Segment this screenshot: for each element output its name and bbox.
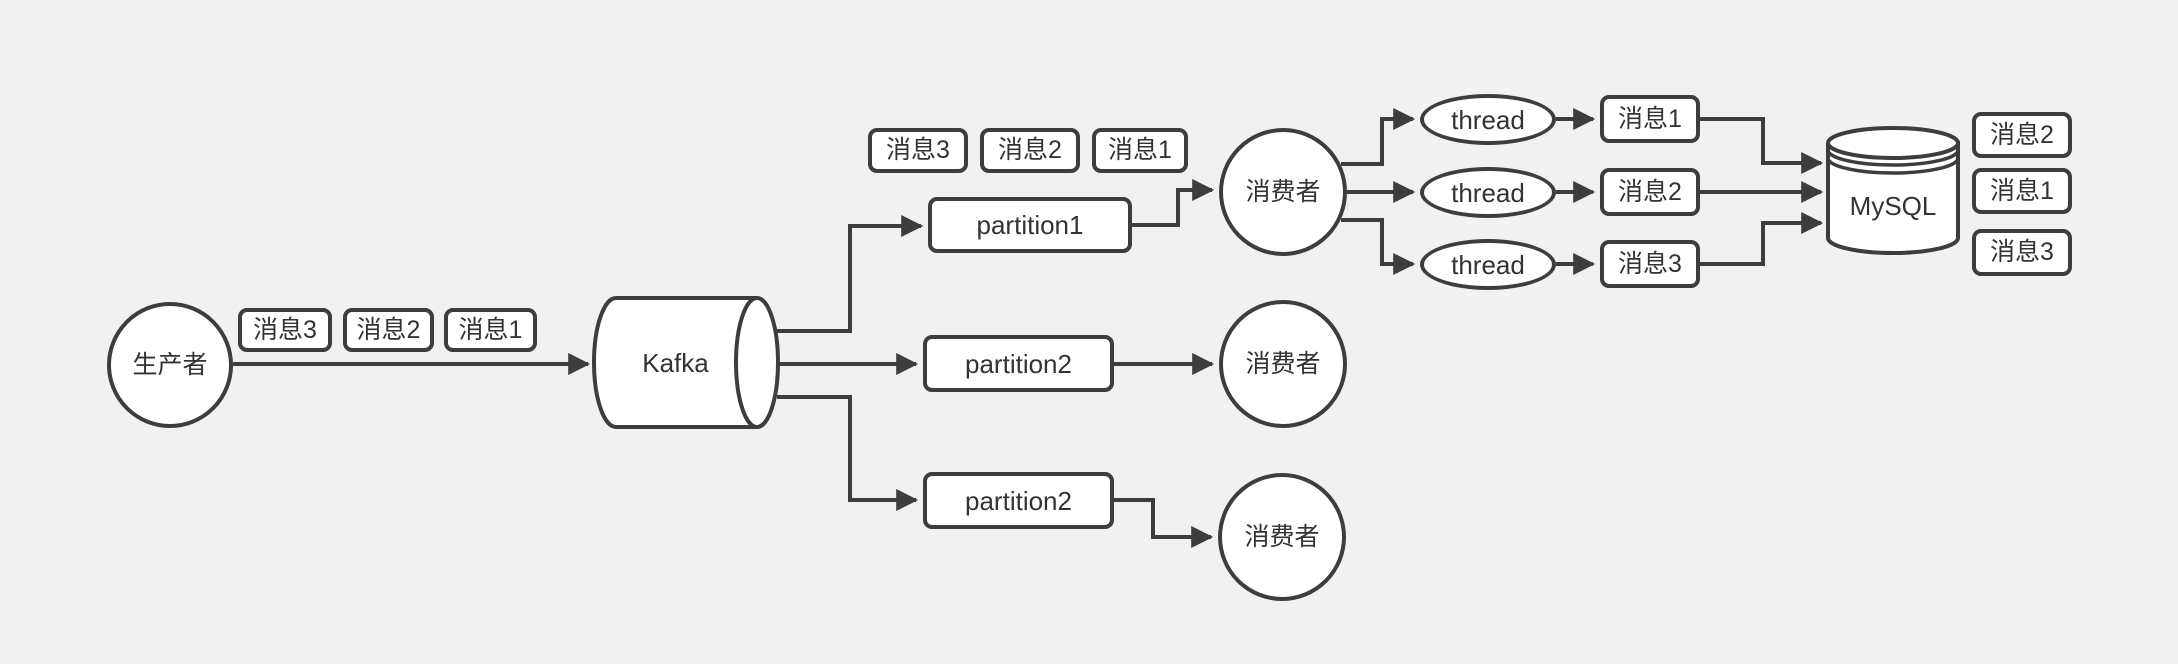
edge-msg1-mysql — [1700, 117, 1824, 174]
consumer-middle-node: 消费者 — [1219, 300, 1347, 428]
thread1-node: thread — [1420, 94, 1556, 145]
partition1-node: partition1 — [928, 197, 1132, 253]
partition2-middle-node: partition2 — [923, 335, 1114, 392]
edge-partition2b-consumer3 — [1114, 498, 1214, 548]
thread2-msg2: 消息2 — [1600, 168, 1700, 216]
edge-partition1-consumer1 — [1132, 179, 1215, 227]
mysql-stored-msg2: 消息2 — [1972, 112, 2072, 158]
mysql-node-label: MySQL — [1849, 190, 1937, 221]
kafka-node-label: Kafka — [642, 347, 709, 378]
producer-queue-msg1: 消息1 — [444, 308, 537, 352]
producer-queue-msg3: 消息3 — [238, 308, 332, 352]
edge-msg3-mysql — [1700, 212, 1824, 266]
partition1-queue-msg3: 消息3 — [868, 128, 968, 173]
consumer-bottom-node: 消费者 — [1218, 473, 1346, 601]
kafka-cylinder-shape — [591, 296, 780, 429]
thread3-node: thread — [1420, 239, 1556, 290]
mysql-stored-msg1: 消息1 — [1972, 168, 2072, 214]
thread2-node: thread — [1420, 167, 1556, 218]
mysql-cylinder-shape — [1826, 126, 1960, 255]
edge-consumer1-thread3 — [1341, 218, 1416, 275]
mysql-stored-msg3: 消息3 — [1972, 229, 2072, 276]
partition1-queue-msg1: 消息1 — [1092, 128, 1188, 173]
edge-kafka-partition1 — [777, 215, 924, 333]
consumer-top-node: 消费者 — [1219, 128, 1347, 256]
edge-consumer1-thread1 — [1341, 108, 1416, 166]
producer-queue-msg2: 消息2 — [343, 308, 434, 352]
partition1-queue-msg2: 消息2 — [980, 128, 1080, 173]
thread1-msg1: 消息1 — [1600, 95, 1700, 143]
partition2-bottom-node: partition2 — [923, 472, 1114, 529]
thread3-msg3: 消息3 — [1600, 240, 1700, 288]
producer-node: 生产者 — [107, 302, 233, 428]
edge-kafka-partition2b — [777, 395, 919, 511]
